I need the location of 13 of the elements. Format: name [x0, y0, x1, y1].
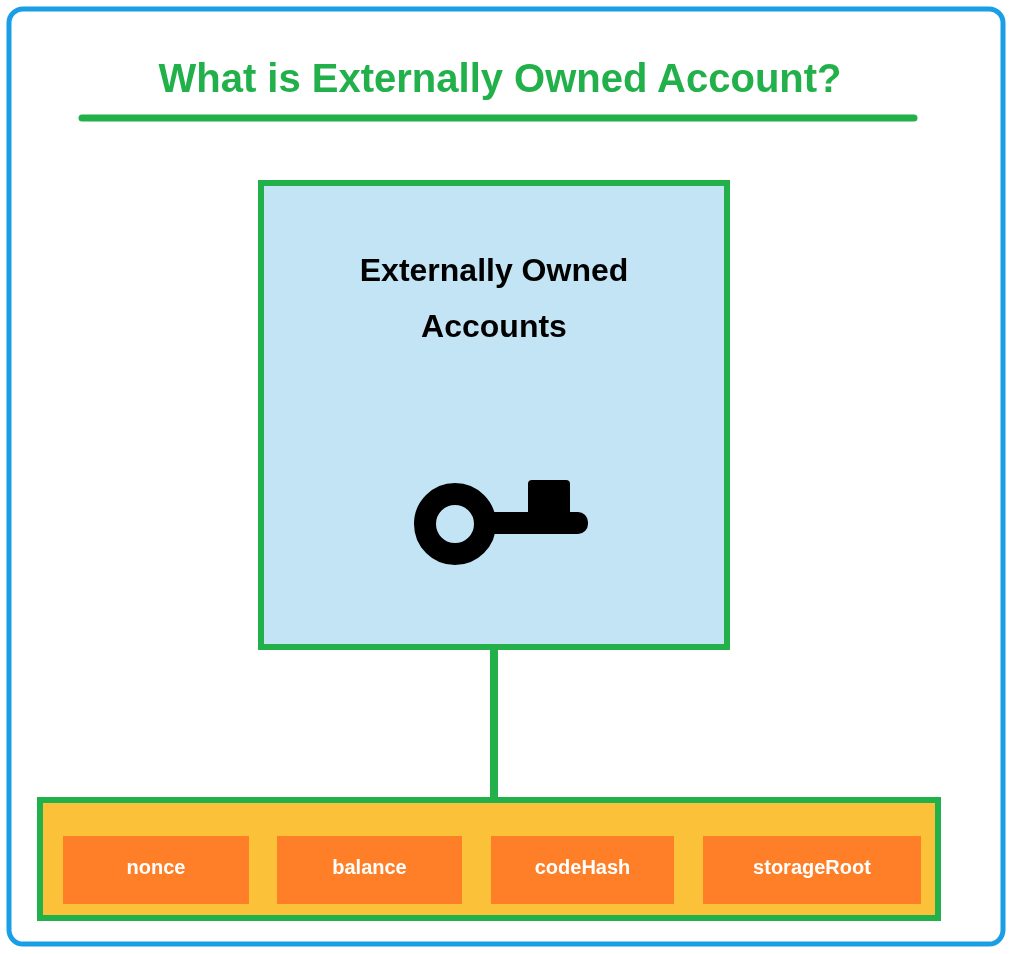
account-title: Externally Owned Accounts — [358, 251, 630, 346]
title: What is Externally Owned Account? — [157, 56, 843, 101]
field-name: codeHash — [533, 855, 632, 879]
field-box — [491, 836, 674, 904]
field-band — [37, 797, 941, 921]
connector-line — [490, 650, 498, 797]
field-box — [63, 836, 249, 904]
field-name: nonce — [125, 855, 187, 879]
account-box — [258, 180, 730, 650]
field-box — [277, 836, 462, 904]
field-name: storageRoot — [752, 855, 872, 879]
field-box — [703, 836, 921, 904]
field-name: balance — [331, 855, 408, 879]
